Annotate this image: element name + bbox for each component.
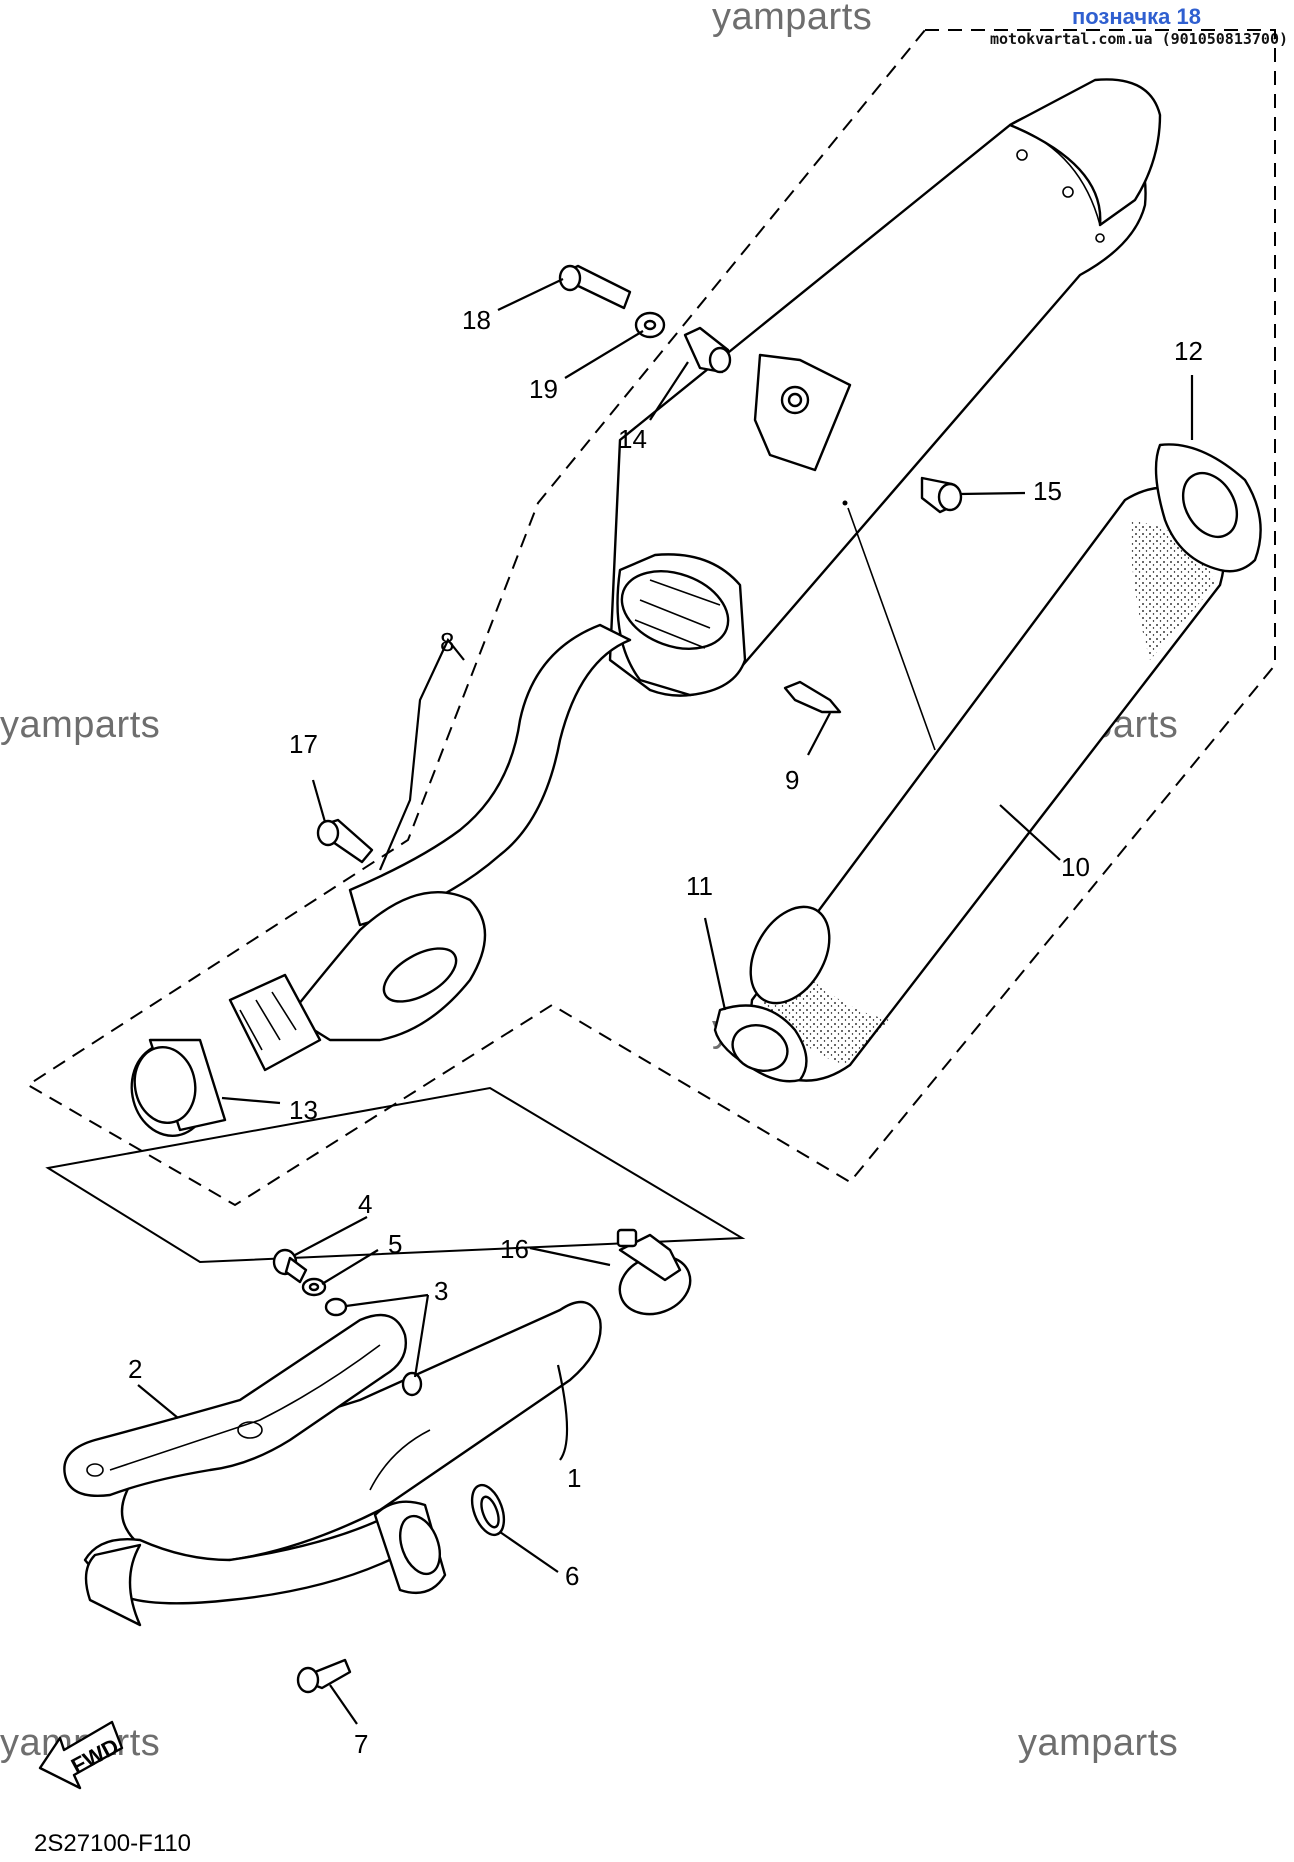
joint-sleeve — [130, 1038, 227, 1137]
callout-18: 18 — [462, 305, 491, 335]
callout-16: 16 — [500, 1234, 529, 1264]
callout-19: 19 — [529, 374, 558, 404]
callout-9: 9 — [785, 765, 799, 795]
callout-12: 12 — [1174, 336, 1203, 366]
diagram-code: 2S27100-F110 — [34, 1830, 192, 1857]
watermark: yamparts — [1018, 1722, 1179, 1764]
heat-protector — [63, 1313, 407, 1497]
fasteners — [272, 264, 963, 1694]
callout-6: 6 — [565, 1561, 579, 1591]
header-group-outline — [45, 1086, 746, 1264]
callout-4: 4 — [358, 1189, 372, 1219]
gasket-front — [713, 1004, 808, 1083]
header-pipe — [83, 1300, 602, 1627]
callout-1: 1 — [567, 1463, 581, 1493]
callout-2: 2 — [128, 1354, 142, 1384]
callout-7: 7 — [354, 1729, 368, 1759]
callout-13: 13 — [289, 1095, 318, 1125]
callout-5: 5 — [388, 1229, 402, 1259]
callout-17: 17 — [289, 729, 318, 759]
pipe-clamp — [616, 1228, 692, 1316]
gasket-rear — [1154, 443, 1262, 573]
fwd-arrow-icon: FWD — [38, 1720, 124, 1790]
callout-8: 8 — [440, 627, 454, 657]
callout-14: 14 — [618, 424, 647, 454]
source-caption: motokvartal.com.ua (901050813700) — [990, 30, 1289, 48]
muffler-body — [228, 78, 1162, 1072]
callout-15: 15 — [1033, 476, 1062, 506]
callout-3: 3 — [434, 1276, 448, 1306]
callout-11: 11 — [686, 871, 713, 901]
leader-lines — [137, 278, 1194, 1725]
page-title: позначка 18 — [1072, 4, 1201, 29]
callout-10: 10 — [1061, 852, 1090, 882]
watermark: yamparts — [0, 704, 161, 746]
watermark: yamparts — [712, 0, 873, 38]
